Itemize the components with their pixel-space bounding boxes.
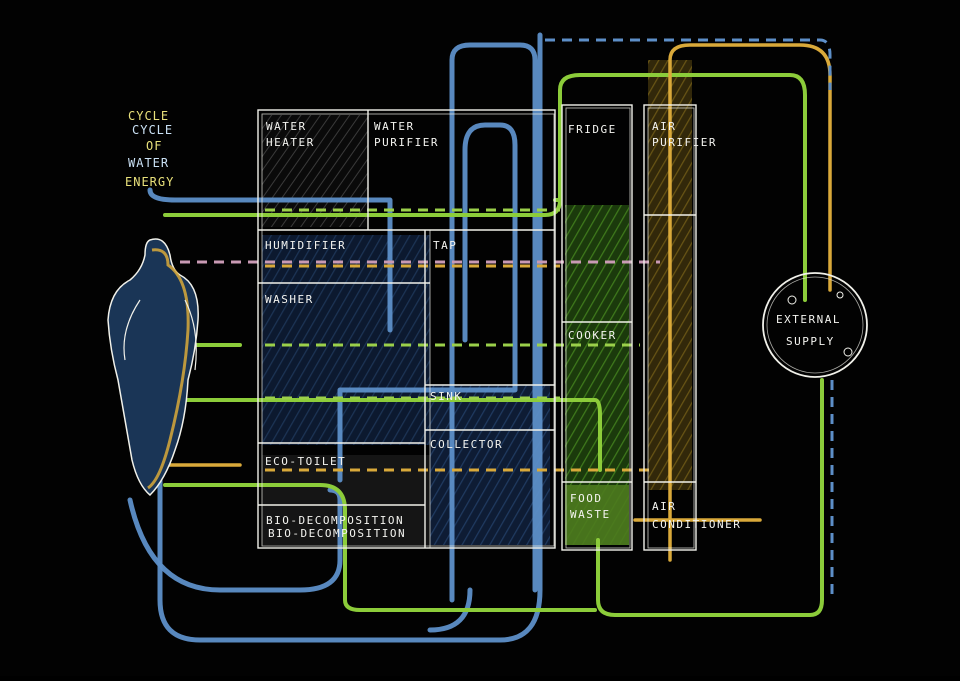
label-water-heater-2: HEATER bbox=[266, 136, 315, 149]
label-external-supply-2: SUPPLY bbox=[786, 335, 835, 348]
label-air-conditioner-2: CONDITIONER bbox=[652, 518, 741, 531]
green-sink-flow bbox=[168, 398, 602, 472]
water-main-riser bbox=[449, 42, 538, 603]
green-top-loop bbox=[163, 73, 807, 302]
green-bio-flow bbox=[163, 483, 597, 612]
label-tap: TAP bbox=[433, 239, 457, 252]
washer-fill bbox=[262, 235, 430, 445]
main-block bbox=[257, 109, 556, 549]
crater-2 bbox=[836, 291, 844, 299]
food-waste-fill bbox=[565, 485, 629, 545]
water-collector-outlet bbox=[427, 587, 473, 633]
label-eco-toilet: ECO-TOILET bbox=[265, 455, 346, 468]
water-tap-loop bbox=[337, 122, 518, 483]
air-column-sketch bbox=[647, 107, 695, 549]
water-supply-human bbox=[147, 187, 393, 333]
label-collector: COLLECTOR bbox=[430, 438, 503, 451]
dashed-flows bbox=[180, 38, 834, 600]
label-cooker: COOKER bbox=[568, 329, 617, 342]
green-external-return bbox=[596, 378, 824, 617]
collector-fill bbox=[430, 385, 550, 545]
label-air-purifier-1: AIR bbox=[652, 120, 676, 133]
crater-3 bbox=[843, 347, 853, 357]
title-line-2: OF bbox=[146, 139, 162, 153]
label-bio-decomposition: BIO-DECOMPOSITION bbox=[266, 514, 404, 527]
human-arms bbox=[123, 299, 197, 371]
human-body bbox=[107, 238, 199, 497]
label-bio-decomposition-sketch: BIO-DECOMPOSITION bbox=[268, 527, 406, 540]
crater-1 bbox=[787, 295, 797, 305]
external-supply-circle-sketch bbox=[766, 276, 864, 374]
label-air-purifier-2: PURIFIER bbox=[652, 136, 717, 149]
diagram-title: CYCLE CYCLE OF WATER ENERGY bbox=[125, 109, 174, 189]
label-food-waste-1: FOOD bbox=[570, 492, 603, 505]
module-fills bbox=[262, 60, 692, 545]
label-water-heater-1: WATER bbox=[266, 120, 307, 133]
energy-air-loop bbox=[668, 43, 832, 562]
air-column bbox=[643, 104, 697, 551]
title-line-4: ENERGY bbox=[125, 175, 174, 189]
title-line-1-shadow: CYCLE bbox=[132, 123, 173, 137]
main-block-sketch bbox=[261, 113, 555, 547]
label-sink: SINK bbox=[430, 390, 463, 403]
label-washer: WASHER bbox=[265, 293, 314, 306]
external-supply-circle bbox=[762, 272, 868, 378]
fridge-column bbox=[561, 104, 633, 551]
label-humidifier: HUMIDIFIER bbox=[265, 239, 346, 252]
module-grid bbox=[257, 104, 697, 551]
fridge-column-sketch bbox=[565, 107, 631, 549]
label-external-supply-1: EXTERNAL bbox=[776, 313, 841, 326]
label-water-purifier-2: PURIFIER bbox=[374, 136, 439, 149]
label-food-waste-2: WASTE bbox=[570, 508, 611, 521]
title-line-3: WATER bbox=[128, 156, 169, 170]
label-air-conditioner-1: AIR bbox=[652, 500, 676, 513]
human-energy-glow bbox=[147, 248, 190, 490]
module-labels: WATER HEATER WATER PURIFIER FRIDGE AIR P… bbox=[265, 120, 841, 540]
label-water-purifier-1: WATER bbox=[374, 120, 415, 133]
human-figure bbox=[107, 238, 199, 497]
dashed-blue-top bbox=[545, 38, 832, 90]
water-heater-fill bbox=[262, 115, 368, 227]
external-supply bbox=[762, 272, 868, 378]
label-fridge: FRIDGE bbox=[568, 123, 617, 136]
title-line-1: CYCLE bbox=[128, 109, 169, 123]
